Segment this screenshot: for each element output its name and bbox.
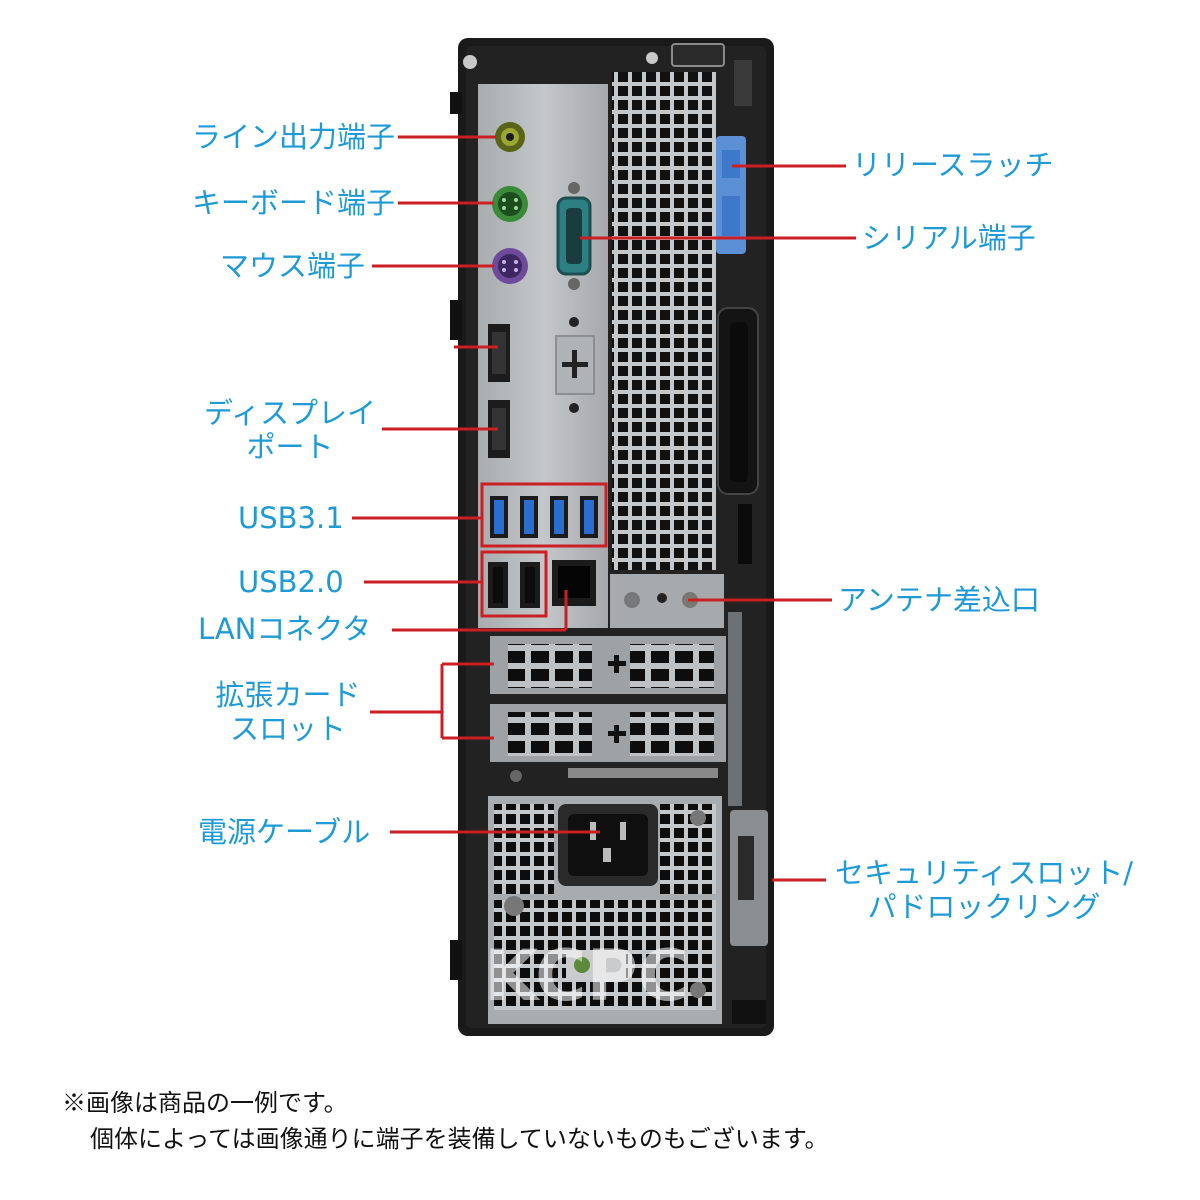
note-line-2: 個体によっては画像通りに端子を装備していないものもございます。 [90,1125,829,1153]
label-keyboard-port: キーボード端子 [192,186,396,220]
watermark: KCPC [484,935,689,1017]
main-vent-grid [612,72,716,570]
label-antenna: アンテナ差込口 [838,583,1040,617]
label-expansion-line1: 拡張カード [215,678,361,712]
leader-lines [352,135,856,882]
screw-icon [463,55,477,69]
label-security-slot: セキュリティスロット/ パドロックリング [824,856,1144,924]
label-serial-port: シリアル端子 [862,221,1036,255]
screw-icon [646,52,658,64]
label-expansion-slot: 拡張カード スロット [208,678,368,746]
label-displayport: ディスプレイ ポート [196,396,384,464]
label-release-latch: リリースラッチ [852,148,1054,182]
label-lan: LANコネクタ [198,612,372,646]
label-line-out: ライン出力端子 [192,120,396,154]
label-displayport-line1: ディスプレイ [204,396,376,430]
label-usb31: USB3.1 [238,501,344,535]
label-security-line1: セキュリティスロット/ [834,856,1134,890]
note-line-1: ※画像は商品の一例です。 [62,1089,348,1117]
top-handle [671,43,725,67]
label-power-cable: 電源ケーブル [198,815,371,849]
label-security-line2: パドロックリング [867,890,1101,924]
label-displayport-line2: ポート [246,430,334,464]
label-usb20: USB2.0 [238,565,344,599]
label-mouse-port: マウス端子 [220,249,366,283]
label-expansion-line2: スロット [229,712,346,746]
